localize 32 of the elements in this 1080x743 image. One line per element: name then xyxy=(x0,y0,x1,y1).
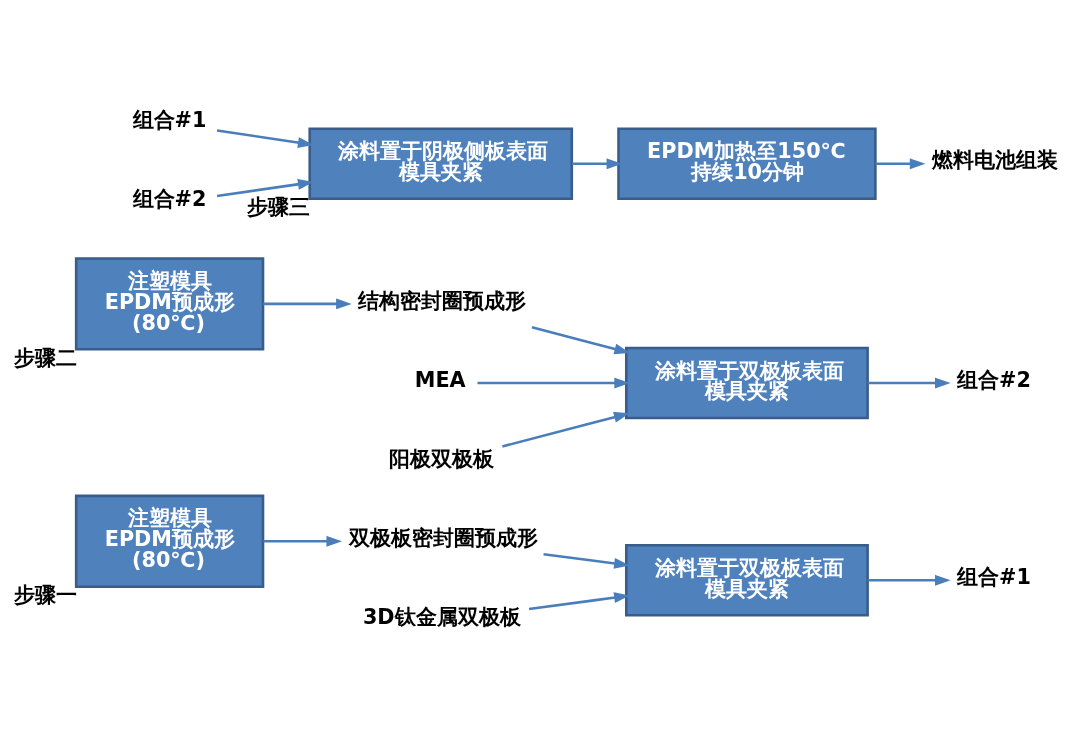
arrow xyxy=(263,297,352,309)
node-label: 步骤三 xyxy=(247,194,311,219)
arrow xyxy=(216,178,314,197)
arrow xyxy=(502,411,630,448)
node-text: 组合#2 xyxy=(957,367,1031,392)
node-box: EPDM加热至150℃ 持续10分钟 xyxy=(617,126,877,200)
arrow xyxy=(216,128,314,148)
arrow xyxy=(875,157,926,169)
arrow xyxy=(867,377,951,388)
arrow xyxy=(528,591,630,610)
arrow xyxy=(867,574,951,586)
node-label: 步骤一 xyxy=(13,582,77,607)
node-label: 步骤二 xyxy=(13,345,77,370)
arrow xyxy=(572,157,623,169)
node-text: 组合#1 xyxy=(132,107,207,132)
arrow xyxy=(477,377,630,388)
node-box: 涂料置于双极板表面 模具夹紧 xyxy=(625,346,869,419)
node-text: MEA xyxy=(414,367,466,392)
arrow xyxy=(531,325,630,354)
node-text: 燃料电池组装 xyxy=(932,147,1059,172)
node-text: 阳极双极板 xyxy=(389,446,495,471)
arrow xyxy=(263,535,343,547)
node-text: 组合#2 xyxy=(132,186,207,211)
node-box: 注塑模具 EPDM预成形 (80℃) xyxy=(74,494,265,588)
node-text: 双极板密封圈预成形 xyxy=(348,525,538,550)
node-box: 注塑模具 EPDM预成形 (80℃) xyxy=(74,256,265,351)
arrow xyxy=(543,552,630,569)
node-text: 结构密封圈预成形 xyxy=(358,288,527,313)
node-text: 3D钛金属双极板 xyxy=(362,604,521,629)
node-box: 涂料置于双极板表面 模具夹紧 xyxy=(625,543,869,617)
node-text: 组合#1 xyxy=(957,564,1031,589)
node-box: 涂料置于阴极侧板表面 模具夹紧 xyxy=(308,126,574,200)
